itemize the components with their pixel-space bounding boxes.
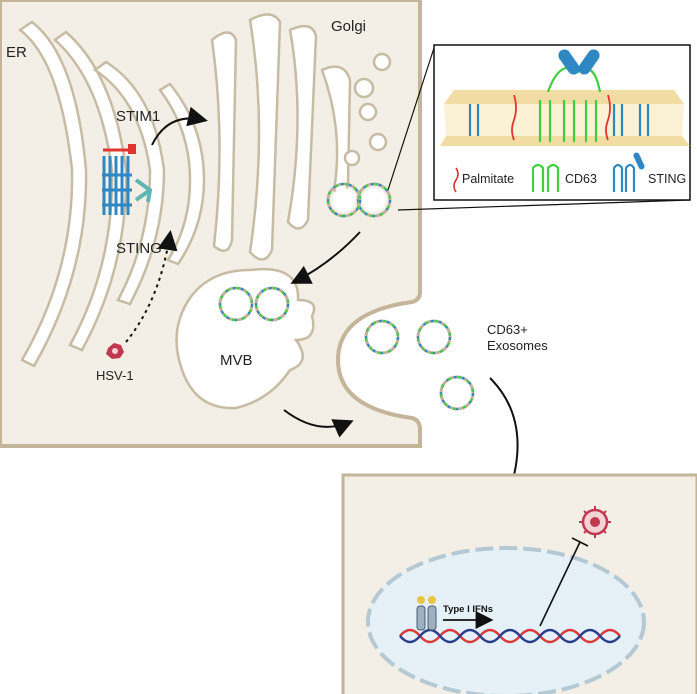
hsv1-label: HSV-1 xyxy=(96,368,134,383)
legend-sting-glyph xyxy=(612,152,645,192)
er-label: ER xyxy=(6,44,27,61)
sting-stim1-complex xyxy=(102,144,153,215)
golgi-budding-vesicle xyxy=(356,182,392,218)
virus-icon xyxy=(579,506,611,538)
dna-helix xyxy=(399,628,621,644)
exosome xyxy=(416,319,452,355)
exosomes-label-line1: CD63+ xyxy=(487,322,528,337)
legend-palmitate-glyph xyxy=(453,167,459,193)
inhibition-bar xyxy=(571,537,589,547)
mvb-label: MVB xyxy=(220,352,253,369)
mvb-intraluminal-vesicle xyxy=(254,286,290,322)
mvb-intraluminal-vesicle xyxy=(218,286,254,322)
stim1-label: STIM1 xyxy=(116,108,161,125)
legend-cd63-label: CD63 xyxy=(565,172,597,186)
recipient-nucleus xyxy=(366,546,646,694)
exosome xyxy=(364,319,400,355)
golgi-label: Golgi xyxy=(331,18,367,35)
zoom-line xyxy=(397,199,691,211)
inset-bilayer xyxy=(440,49,690,146)
legend-cd63-glyph xyxy=(531,163,560,192)
arrow-er-to-golgi xyxy=(151,106,208,146)
type1-ifns-label: Type I IFNs xyxy=(443,604,493,615)
legend-palmitate-label: Palmitate xyxy=(462,172,515,186)
arrow-golgi-to-mvb xyxy=(290,231,361,284)
golgi-vesicles xyxy=(343,52,392,167)
exosomes-label-line2: Exosomes xyxy=(487,338,548,353)
hsv1-virus-icon xyxy=(106,343,124,359)
er-membranes xyxy=(17,20,206,368)
golgi-stacks xyxy=(210,13,352,261)
exosome xyxy=(439,375,475,411)
legend-sting-label: STING xyxy=(648,172,687,186)
zoom-line xyxy=(387,47,435,191)
transcription-factor-icon xyxy=(416,596,437,631)
inhibition-line xyxy=(539,541,581,627)
golgi-small-vesicle xyxy=(326,182,362,218)
arrow-mvb-to-release xyxy=(283,409,354,438)
sting-label: STING xyxy=(116,240,162,257)
